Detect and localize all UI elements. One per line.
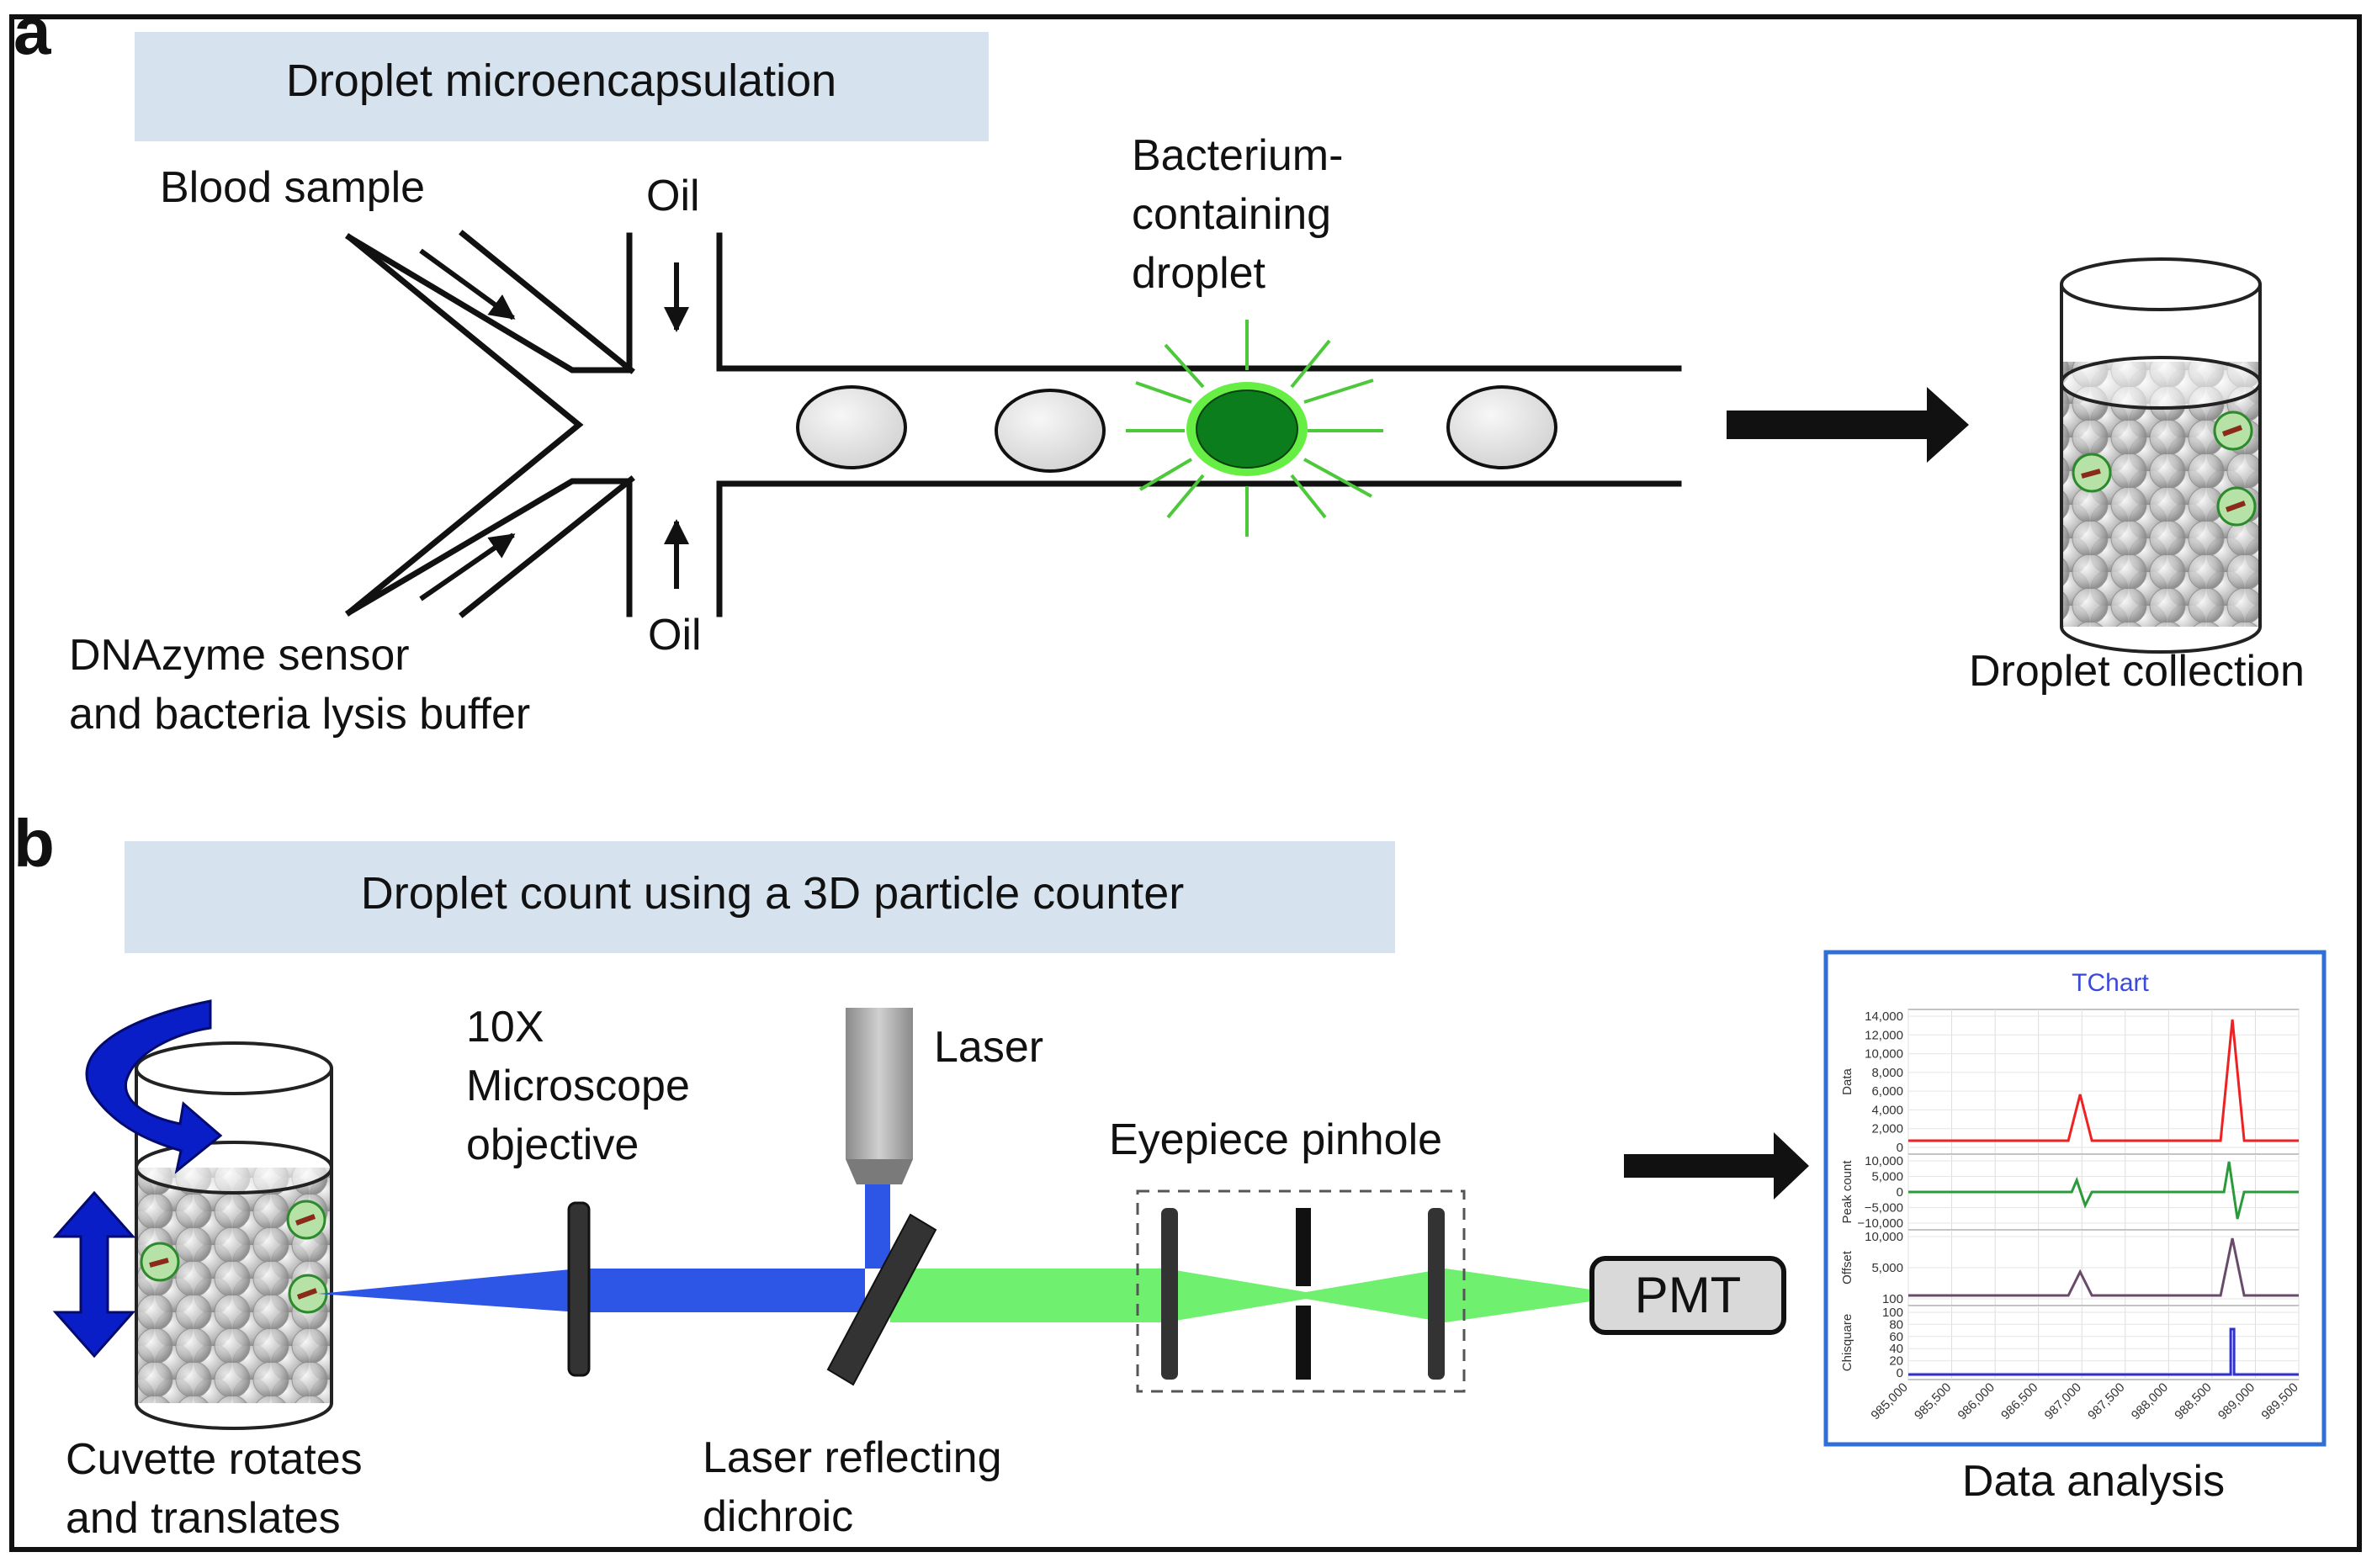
pinhole-top bbox=[1296, 1208, 1311, 1286]
chart-y-tick-label: 20 bbox=[1889, 1354, 1903, 1369]
chart-y-tick-label: 6,000 bbox=[1871, 1084, 1903, 1099]
objective-label-2: Microscope bbox=[466, 1062, 690, 1110]
laser-source bbox=[846, 1008, 913, 1184]
panel-a-banner-text: Droplet microencapsulation bbox=[286, 56, 836, 106]
panel-a-letter: a bbox=[13, 0, 51, 68]
droplet-icon bbox=[1446, 385, 1557, 469]
cuvette-label-2: and translates bbox=[66, 1494, 341, 1543]
bacterium-label-1: Bacterium- bbox=[1132, 131, 1343, 180]
chart-y-tick-label: 80 bbox=[1889, 1317, 1903, 1332]
panel-b-banner-text: Droplet count using a 3D particle counte… bbox=[361, 868, 1185, 919]
bacterium-label-3: droplet bbox=[1132, 249, 1266, 298]
chart-series-line bbox=[1908, 1327, 2299, 1376]
oil-bottom-label: Oil bbox=[648, 611, 702, 660]
chart-axis-name: Peak count bbox=[1840, 1160, 1854, 1224]
oil-top-label: Oil bbox=[646, 172, 700, 220]
objective-label-1: 10X bbox=[466, 1003, 544, 1052]
eyepiece-lens-1 bbox=[1161, 1208, 1178, 1380]
chart-series-line bbox=[1908, 1161, 2299, 1220]
chart-y-tick-label: −5,000 bbox=[1865, 1201, 1903, 1216]
eyepiece-label: Eyepiece pinhole bbox=[1109, 1115, 1442, 1164]
cuvette-icon bbox=[135, 1041, 333, 1430]
chart-y-tick-label: 0 bbox=[1897, 1366, 1903, 1380]
panel-a: a Droplet microencapsulation bbox=[13, 0, 2305, 739]
chart-y-tick-label: 100 bbox=[1882, 1306, 1903, 1320]
chart-y-tick-label: 5,000 bbox=[1871, 1261, 1903, 1275]
bacterium-label-2: containing bbox=[1132, 190, 1331, 239]
chart-y-tick-label: 100 bbox=[1882, 1292, 1903, 1306]
chart-axis-name: Data bbox=[1840, 1068, 1854, 1095]
chart-y-tick-label: 10,000 bbox=[1865, 1230, 1903, 1244]
data-analysis-label: Data analysis bbox=[1962, 1457, 2225, 1506]
droplet-icon bbox=[995, 389, 1106, 473]
chart-y-tick-label: 4,000 bbox=[1871, 1103, 1903, 1117]
cuvette-label-1: Cuvette rotates bbox=[66, 1435, 363, 1484]
droplet-icon bbox=[796, 385, 907, 469]
chart-y-tick-label: 12,000 bbox=[1865, 1028, 1903, 1042]
chart-y-tick-label: 40 bbox=[1889, 1342, 1903, 1356]
tchart-plots bbox=[1907, 1009, 2300, 1380]
process-arrow-icon bbox=[1624, 1132, 1809, 1200]
panel-a-banner bbox=[135, 32, 989, 141]
objective-label-3: objective bbox=[466, 1120, 639, 1169]
chart-band bbox=[1907, 1305, 2300, 1380]
chart-y-tick-label: 2,000 bbox=[1871, 1122, 1903, 1136]
tchart-title: TChart bbox=[2072, 969, 2149, 997]
chart-y-tick-label: 0 bbox=[1897, 1185, 1903, 1200]
droplet-collection-label: Droplet collection bbox=[1969, 647, 2305, 696]
panel-b: b Droplet count using a 3D particle coun… bbox=[13, 806, 2327, 1543]
laser-beam-blue bbox=[318, 1269, 579, 1312]
bacterium-droplet bbox=[1126, 320, 1383, 537]
eyepiece-lens-2 bbox=[1428, 1208, 1445, 1380]
dichroic-label-1: Laser reflecting bbox=[703, 1433, 1002, 1482]
pmt-label: PMT bbox=[1635, 1267, 1742, 1323]
chart-series-line bbox=[1908, 1019, 2299, 1142]
chart-y-tick-label: 14,000 bbox=[1865, 1009, 1903, 1024]
laser-beam-blue-collimated bbox=[579, 1269, 865, 1312]
pinhole-bottom bbox=[1296, 1306, 1311, 1380]
emission-beam-green bbox=[890, 1269, 1597, 1322]
chart-axis-name: Offset bbox=[1840, 1250, 1854, 1285]
chart-y-tick-label: −10,000 bbox=[1857, 1216, 1903, 1231]
chart-series-line bbox=[1908, 1237, 2299, 1297]
dnazyme-label-2: and bacteria lysis buffer bbox=[69, 690, 530, 739]
dnazyme-label-1: DNAzyme sensor bbox=[69, 631, 410, 680]
chart-y-tick-label: 10,000 bbox=[1865, 1154, 1903, 1168]
laser-beam-vertical bbox=[865, 1184, 890, 1269]
tchart-panel: TChart 14,000 12,000 10,000 8,000 6,000 4,000… bbox=[1823, 950, 2327, 1447]
microfluidic-channel bbox=[345, 230, 1682, 618]
objective-lens bbox=[567, 1201, 591, 1377]
chart-axis-name: Chisquare bbox=[1840, 1314, 1854, 1371]
laser-label: Laser bbox=[934, 1023, 1043, 1072]
chart-y-tick-label: 5,000 bbox=[1871, 1170, 1903, 1184]
chart-y-tick-label: 8,000 bbox=[1871, 1066, 1903, 1080]
chart-band bbox=[1907, 1009, 2300, 1155]
dichroic-label-2: dichroic bbox=[703, 1492, 853, 1541]
pmt-detector bbox=[1589, 1256, 1786, 1335]
cuvette-icon bbox=[2060, 257, 2262, 654]
chart-y-tick-label: 10,000 bbox=[1865, 1047, 1903, 1062]
eyepiece-pinhole-box bbox=[1136, 1189, 1466, 1393]
rotate-arrow-icon bbox=[85, 999, 223, 1174]
panel-b-letter: b bbox=[13, 806, 55, 881]
dichroic-mirror bbox=[826, 1213, 937, 1386]
blood-sample-label: Blood sample bbox=[160, 163, 425, 212]
flow-arrow-icon bbox=[419, 248, 689, 601]
chart-y-tick-label: 0 bbox=[1897, 1141, 1903, 1155]
process-arrow-icon bbox=[1727, 387, 1969, 463]
panel-b-banner bbox=[125, 841, 1395, 953]
translate-arrow-icon bbox=[52, 1190, 136, 1359]
figure-frame bbox=[9, 14, 2362, 1552]
chart-y-tick-label: 60 bbox=[1889, 1330, 1903, 1344]
